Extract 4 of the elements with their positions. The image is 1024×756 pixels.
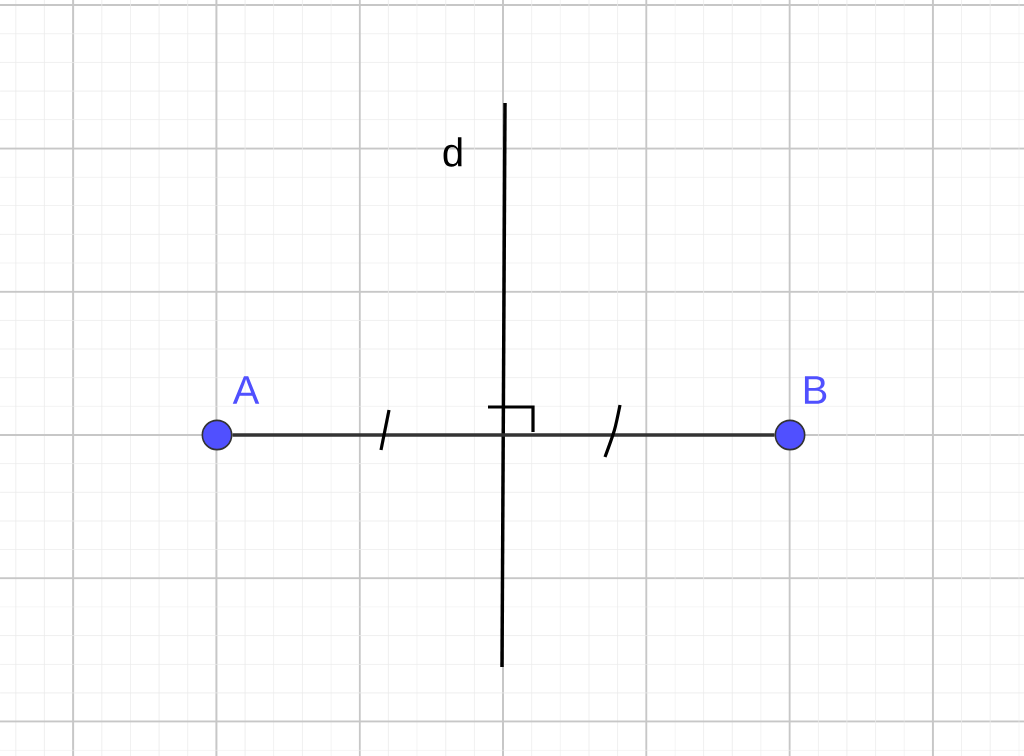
line-label: d (443, 137, 462, 167)
point-label: B (804, 376, 827, 404)
point-label: A (232, 376, 260, 404)
line-segment (232, 433, 775, 437)
